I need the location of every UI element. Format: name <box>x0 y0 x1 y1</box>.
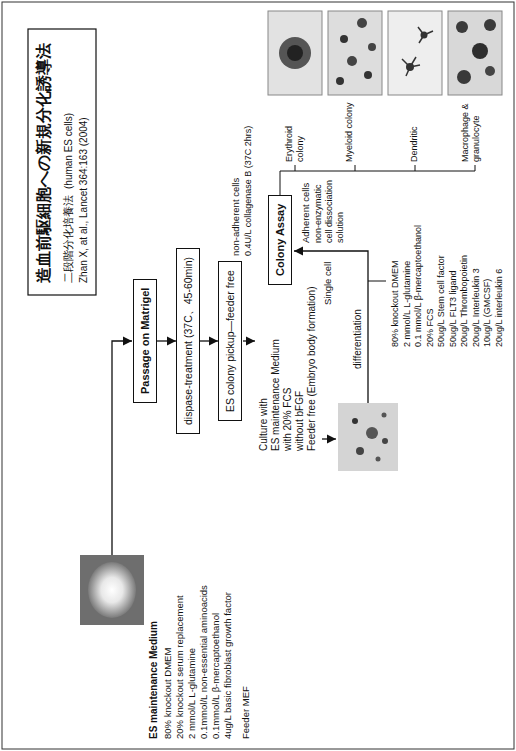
myeloid-cell <box>347 56 357 66</box>
diagram-title: 造血前駆細胞への新規分化誘導法 <box>34 43 53 283</box>
macrophage-photo <box>448 11 502 95</box>
myeloid-cell <box>364 71 372 79</box>
medium-item: 2 mmol/L L-glutamine <box>186 648 197 739</box>
subtitle-note: (human ES cells) <box>63 113 75 189</box>
step-label: Single cell <box>322 262 333 305</box>
medium-item: 80% knockout DMEM <box>162 648 173 739</box>
erythroid-photo <box>268 11 322 95</box>
assay-medium-item: 2 mmol/L L-glutamine <box>402 261 413 347</box>
process-box: ES colony pickup—feeder free <box>218 261 242 421</box>
differentiation-arrow <box>294 251 368 403</box>
eb-speck <box>356 447 364 455</box>
erythroid-core <box>287 45 303 61</box>
assay-medium-item: 80% knockout DMEM <box>390 260 401 347</box>
culture-note: Feeder free (Embryo body formation) <box>306 286 318 451</box>
box-text: Colony Assay <box>273 204 287 276</box>
title-box <box>28 29 96 295</box>
medium-item: 4ug/L basic fibroblast growth factor <box>222 592 233 739</box>
assay-medium-item: 0.1 mmol/L β-mercaptoethanol <box>413 225 424 347</box>
colony-label: Myeloid colony <box>344 98 355 162</box>
myeloid-cell <box>340 35 348 43</box>
medium-leader <box>368 281 386 282</box>
myeloid-photo <box>328 11 382 95</box>
bracket-tick <box>415 165 416 171</box>
feeder-note: Feeder MEF <box>240 686 251 739</box>
es-colony <box>88 562 136 618</box>
flow-arrow <box>322 438 336 439</box>
myeloid-cell <box>368 43 376 51</box>
eb-speck <box>366 427 378 439</box>
culture-note: with 20% FCS <box>282 388 294 451</box>
assay-medium-item: 20% FCS <box>425 308 436 347</box>
medium-item: 20% knockout serum replacement <box>174 595 185 739</box>
subtitle: 二段階分化培養法 <box>62 195 75 283</box>
bracket-tick <box>295 165 296 171</box>
box-text: Passage on Matrigel <box>138 288 152 394</box>
bracket-tick <box>355 165 356 171</box>
assay-medium-item: 10ug/L (GMCSF) <box>482 279 493 347</box>
eb-photo <box>338 403 398 471</box>
branch-label: non-adherent cells <box>230 178 241 256</box>
medium-item: 0.1mmol/L β-mercaptoethanol <box>210 613 221 739</box>
myeloid-cell <box>336 77 344 85</box>
es-colony-photo <box>80 555 144 625</box>
branch-note: non-enzymatic cell dissociation solution <box>313 175 345 243</box>
assay-medium-item: 50ug/L FLT3 ligand <box>448 270 459 347</box>
flow-arrow <box>112 341 132 555</box>
flow-arrow <box>243 340 255 341</box>
colony-label: Dendritic <box>409 98 420 162</box>
eb-speck <box>382 438 388 444</box>
assay-medium-item: 20ug/L interleukin 6 <box>494 269 505 347</box>
culture-note: without bFGF <box>294 391 306 451</box>
erythroid-colony <box>279 37 311 69</box>
macrophage-cell <box>485 66 495 76</box>
macrophage-cell <box>457 70 471 84</box>
assay-medium-item: 20ug/L Thrombopoietin <box>459 255 470 347</box>
culture-note: ES maintenance Medium <box>270 339 282 451</box>
branch-label: Adherent cells <box>300 175 311 243</box>
medium-heading: ES maintenance Medium <box>148 621 160 739</box>
macrophage-cell <box>472 43 488 59</box>
bracket-tick <box>475 165 476 171</box>
myeloid-cell <box>357 18 367 28</box>
eb-speck <box>382 413 387 418</box>
process-box: Passage on Matrigel <box>133 279 157 403</box>
citation: Zhan X, at al., Lancet 364:163 (2004) <box>78 117 90 283</box>
flow-connector <box>157 340 176 341</box>
dendritic-cell <box>402 57 420 76</box>
assay-medium-item: 50ug/L Stem cell factor <box>436 255 447 347</box>
step-label: differentiation <box>352 309 364 369</box>
colony-label: Erythroid colony <box>284 98 306 162</box>
assay-medium-item: 20ug/L Interleukin 3 <box>471 268 482 347</box>
flow-connector <box>200 340 218 341</box>
macrophage-cell <box>484 19 496 31</box>
assay-box: Colony Assay <box>268 195 292 285</box>
dendritic-cell <box>418 27 433 43</box>
process-box: dispase-treatment (37C、45-60min) <box>176 248 200 434</box>
box-text: ES colony pickup—feeder free <box>223 270 237 412</box>
colony-label: Macrophage & granulocyte <box>460 98 482 162</box>
culture-note: Culture with <box>258 398 270 451</box>
dendritic-cell <box>406 63 414 71</box>
macrophage-cell <box>456 21 468 33</box>
branch-note: 0.4U/L collagenase B (37C 2hrs) <box>243 126 254 256</box>
box-text: dispase-treatment (37C、45-60min) <box>181 257 195 425</box>
eb-speck <box>352 418 358 424</box>
medium-item: 0.1mmol/L non-essential aminoacids <box>198 585 209 739</box>
dendritic-cell <box>421 32 428 39</box>
dendritic-photo <box>388 11 442 95</box>
eb-speck <box>376 457 381 462</box>
